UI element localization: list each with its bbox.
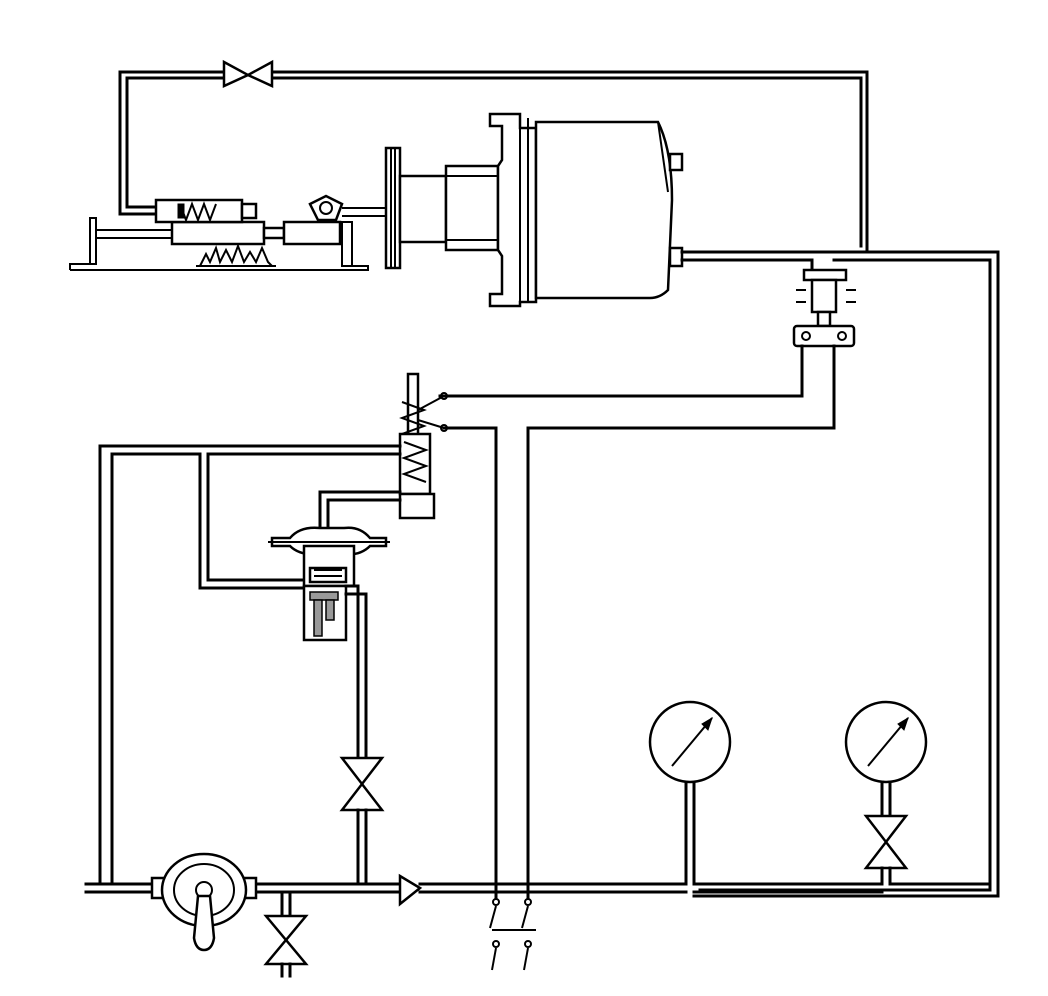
left-supply-pipes xyxy=(98,444,402,886)
relay-valve-icon[interactable] xyxy=(398,372,498,886)
gauge-globe-valve-icon[interactable] xyxy=(863,814,909,886)
diaphragm-control-valve[interactable] xyxy=(268,526,390,760)
top-return-pipe xyxy=(118,70,869,254)
drain-globe-valve-icon[interactable] xyxy=(263,890,309,978)
pressure-switch-contact-block[interactable] xyxy=(438,250,1000,898)
pressure-gauge-left-icon xyxy=(648,700,732,886)
top-globe-valve-icon[interactable] xyxy=(222,59,274,88)
check-valve-icon[interactable] xyxy=(398,873,423,907)
bottom-main-pipe xyxy=(84,882,992,894)
mid-globe-valve-icon[interactable] xyxy=(339,756,385,886)
flanged-housing-drum[interactable] xyxy=(384,112,814,308)
electrical-contacts-icon[interactable] xyxy=(489,882,536,971)
compressor-pump-icon[interactable] xyxy=(150,852,258,952)
horizontal-cylinder-actuator[interactable] xyxy=(69,194,386,271)
pressure-gauge-right-icon xyxy=(844,700,928,818)
